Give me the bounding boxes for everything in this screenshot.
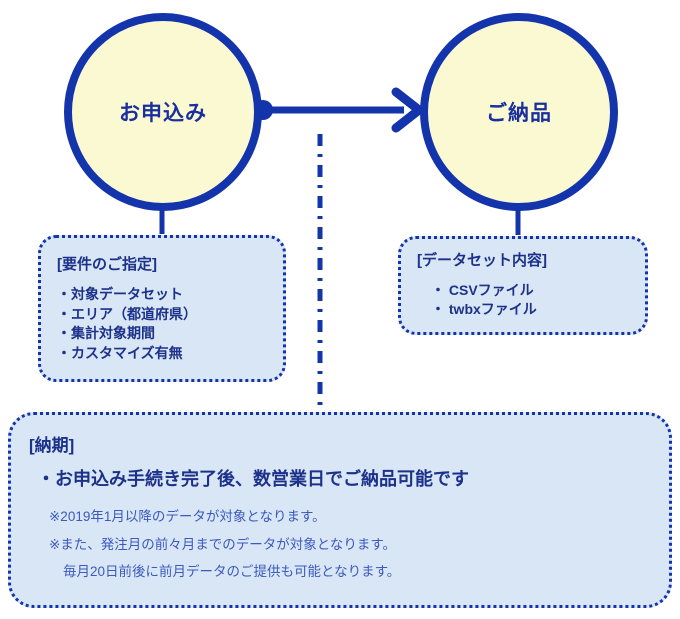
delivery-time-note: 毎月20日前後に前月データのご提供も可能となります。 xyxy=(63,564,401,579)
requirements-item: ・対象データセット xyxy=(57,286,183,302)
requirements-item: ・カスタマイズ有無 xyxy=(57,344,183,361)
delivery-time-main-point: ・お申込み手続き完了後、数営業日でご納品可能です xyxy=(37,469,469,489)
dataset-item: ・ twbxファイル xyxy=(431,301,537,317)
delivery-time-note: ※2019年1月以降のデータが対象となります。 xyxy=(49,509,326,524)
delivery-time-note: ※また、発注月の前々月までのデータが対象となります。 xyxy=(49,536,397,552)
apply-node: お申込み xyxy=(64,13,262,211)
apply-node-label: お申込み xyxy=(119,102,207,125)
requirements-box: [要件のご指定] ・対象データセット ・エリア（都道府県） ・集計対象期間 ・カ… xyxy=(38,235,286,382)
delivery-time-notes: ※2019年1月以降のデータが対象となります。 ※また、発注月の前々月までのデー… xyxy=(49,503,651,586)
dataset-item: ・ CSVファイル xyxy=(431,282,534,298)
requirements-item: ・エリア（都道府県） xyxy=(57,305,197,322)
delivery-node: ご納品 xyxy=(420,13,618,211)
requirements-item: ・集計対象期間 xyxy=(57,325,155,341)
dataset-box: [データセット内容] ・ CSVファイル ・ twbxファイル xyxy=(398,236,648,335)
delivery-time-box: [納期] ・お申込み手続き完了後、数営業日でご納品可能です ※2019年1月以降… xyxy=(8,412,672,608)
dataset-box-title: [データセット内容] xyxy=(417,252,547,269)
arrow-head-icon xyxy=(391,87,424,133)
delivery-time-title: [納期] xyxy=(29,436,75,455)
delivery-node-label: ご納品 xyxy=(486,102,552,125)
requirements-box-title: [要件のご指定] xyxy=(57,256,157,273)
